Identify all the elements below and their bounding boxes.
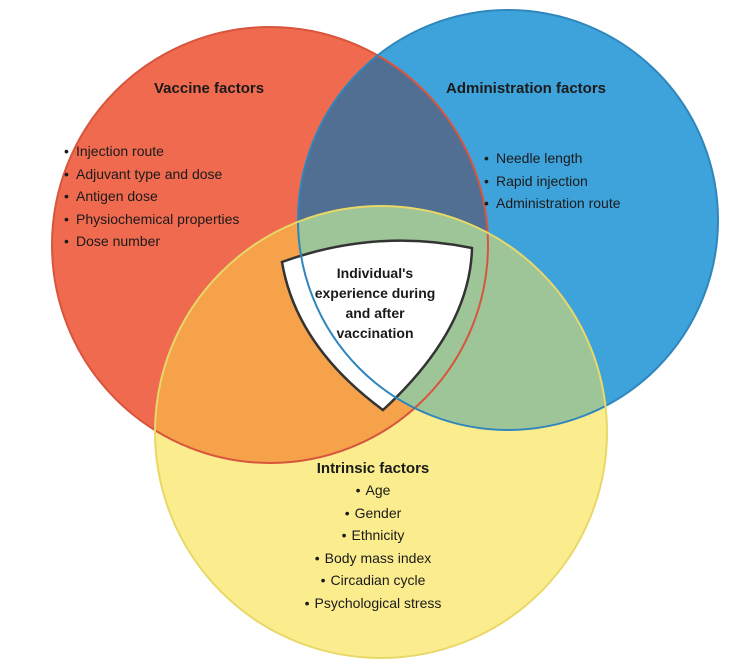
list-item: Physiochemical properties (62, 208, 272, 231)
vaccine-circle-outline (51, 26, 489, 464)
administration-factors-title: Administration factors (446, 80, 607, 97)
list-item: Ethnicity (258, 524, 488, 547)
list-item: Rapid injection (482, 170, 682, 193)
list-item: Dose number (62, 230, 272, 253)
intrinsic-factors-group: Intrinsic factors Age Gender Ethnicity B… (258, 460, 488, 614)
list-item: Injection route (62, 140, 272, 163)
center-label-line: experience during (314, 285, 436, 301)
center-label-line: vaccination (336, 325, 414, 341)
list-item: Psychological stress (258, 592, 488, 615)
list-item: Needle length (482, 147, 682, 170)
administration-circle-outline (297, 9, 719, 431)
center-intersection (280, 239, 474, 412)
center-label-line: and after (345, 305, 405, 321)
administration-factors-list: Needle length Rapid injection Administra… (482, 147, 682, 215)
intrinsic-circle-outline (154, 205, 608, 659)
list-item: Antigen dose (62, 185, 272, 208)
list-item: Administration route (482, 192, 682, 215)
vaccine-factors-list: Injection route Adjuvant type and dose A… (62, 140, 272, 253)
list-item: Circadian cycle (258, 569, 488, 592)
vaccine-factors-title: Vaccine factors (154, 80, 265, 97)
intrinsic-factors-title: Intrinsic factors (316, 460, 430, 477)
center-label: Individual's experience during and after… (300, 263, 450, 343)
list-item: Age (258, 479, 488, 502)
center-label-line: Individual's (336, 265, 414, 281)
list-item: Adjuvant type and dose (62, 163, 272, 186)
intrinsic-factors-list: Age Gender Ethnicity Body mass index Cir… (258, 479, 488, 614)
administration-intrinsic-overlap (298, 206, 607, 430)
list-item: Gender (258, 502, 488, 525)
list-item: Body mass index (258, 547, 488, 570)
